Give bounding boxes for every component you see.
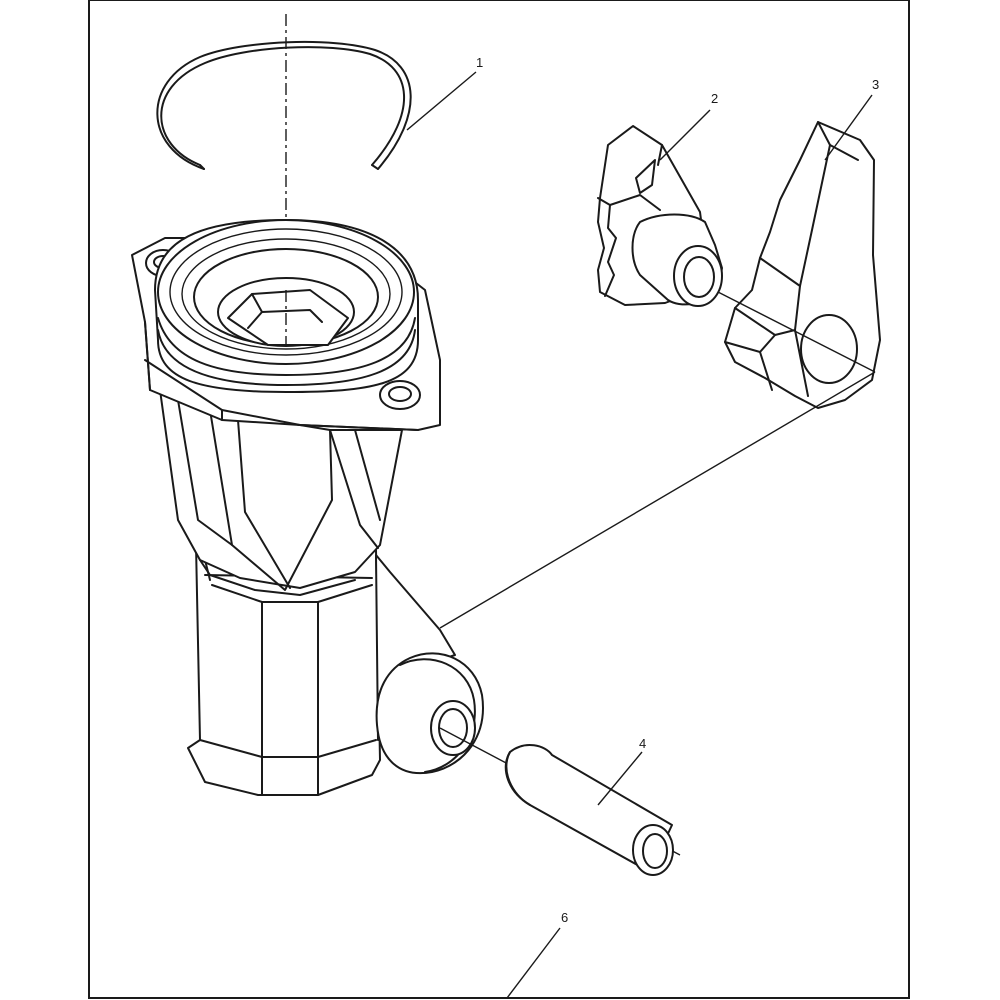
assembly-axis-line (717, 291, 876, 373)
lever-to-housing-line (439, 371, 876, 629)
main-housing (131, 219, 484, 796)
part-4-pin (439, 727, 681, 876)
diagram-frame (88, 0, 910, 999)
leader-line-6 (506, 927, 561, 999)
callout-4: 4 (639, 736, 646, 751)
part-3-lever-arm (724, 121, 881, 409)
leader-line-3 (824, 94, 873, 161)
leader-line-2 (659, 109, 711, 161)
callout-6: 6 (561, 910, 568, 925)
callout-2: 2 (711, 91, 718, 106)
part-2-bracket (597, 125, 723, 307)
leader-line-1 (406, 71, 477, 131)
part-1-retaining-ring (156, 40, 412, 170)
callout-1: 1 (476, 55, 483, 70)
leader-line-4 (597, 751, 643, 806)
callout-3: 3 (872, 77, 879, 92)
